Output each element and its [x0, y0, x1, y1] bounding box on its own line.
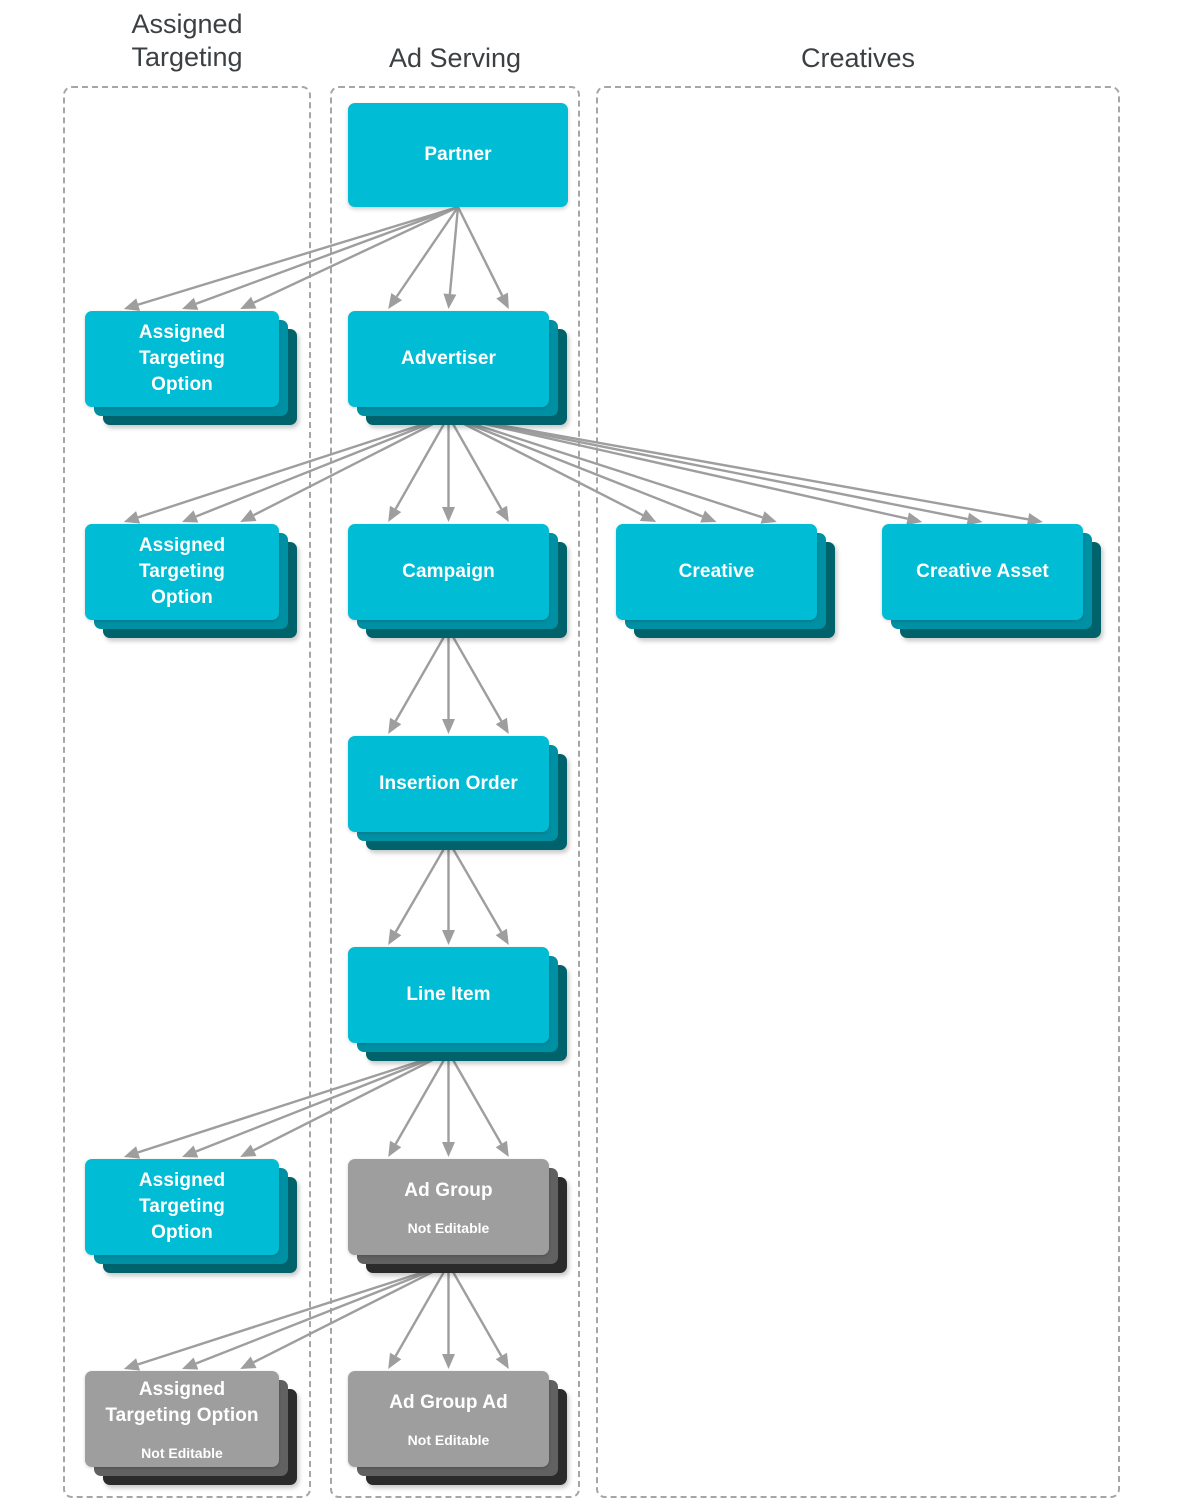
node-label: Partner: [424, 143, 492, 165]
node-card[interactable]: Assigned Targeting Option: [85, 1159, 279, 1255]
node-creative-asset[interactable]: Creative Asset: [882, 524, 1101, 638]
node-editability-note: Not Editable: [141, 1445, 223, 1462]
node-assigned-targeting-option-line-item[interactable]: Assigned Targeting Option: [85, 1159, 297, 1273]
node-creative[interactable]: Creative: [616, 524, 835, 638]
node-label: Line Item: [406, 983, 491, 1005]
node-assigned-targeting-option-partner[interactable]: Assigned Targeting Option: [85, 311, 297, 425]
node-label: Advertiser: [401, 347, 496, 369]
node-assigned-targeting-option-advertiser[interactable]: Assigned Targeting Option: [85, 524, 297, 638]
group-title-creatives: Creatives: [800, 43, 916, 73]
node-card[interactable]: Assigned Targeting Option: [85, 524, 279, 620]
node-campaign[interactable]: Campaign: [348, 524, 567, 638]
lane-ad-serving: [330, 86, 580, 1498]
node-label: Creative: [678, 560, 755, 582]
node-card[interactable]: Line Item: [348, 947, 549, 1043]
node-card[interactable]: Ad Group Ad Not Editable: [348, 1371, 549, 1467]
node-label: Assigned Targeting Option: [138, 534, 226, 609]
node-label: Assigned Targeting Option: [105, 1378, 259, 1426]
node-card[interactable]: Creative Asset: [882, 524, 1083, 620]
node-card[interactable]: Partner: [348, 103, 568, 207]
node-ad-group-ad[interactable]: Ad Group Ad Not Editable: [348, 1371, 567, 1485]
node-editability-note: Not Editable: [407, 1432, 490, 1449]
node-label: Creative Asset: [916, 560, 1049, 582]
node-card[interactable]: Creative: [616, 524, 817, 620]
node-label: Ad Group: [404, 1179, 493, 1201]
node-insertion-order[interactable]: Insertion Order: [348, 736, 567, 850]
lane-creatives: [596, 86, 1120, 1498]
node-card[interactable]: Advertiser: [348, 311, 549, 407]
node-label: Campaign: [402, 560, 495, 582]
node-editability-note: Not Editable: [407, 1220, 490, 1237]
node-label: Assigned Targeting Option: [138, 1169, 226, 1244]
node-label: Ad Group Ad: [389, 1391, 508, 1413]
node-advertiser[interactable]: Advertiser: [348, 311, 567, 425]
node-card[interactable]: Campaign: [348, 524, 549, 620]
lane-assigned-targeting: [63, 86, 311, 1498]
group-title-assigned-targeting: Assigned Targeting: [131, 9, 243, 72]
node-line-item[interactable]: Line Item: [348, 947, 567, 1061]
node-partner[interactable]: Partner: [348, 103, 568, 207]
group-title-ad-serving: Ad Serving: [388, 43, 522, 73]
node-card[interactable]: Assigned Targeting Option: [85, 311, 279, 407]
node-label: Assigned Targeting Option: [138, 321, 226, 396]
node-card[interactable]: Insertion Order: [348, 736, 549, 832]
node-label: Insertion Order: [379, 772, 518, 794]
